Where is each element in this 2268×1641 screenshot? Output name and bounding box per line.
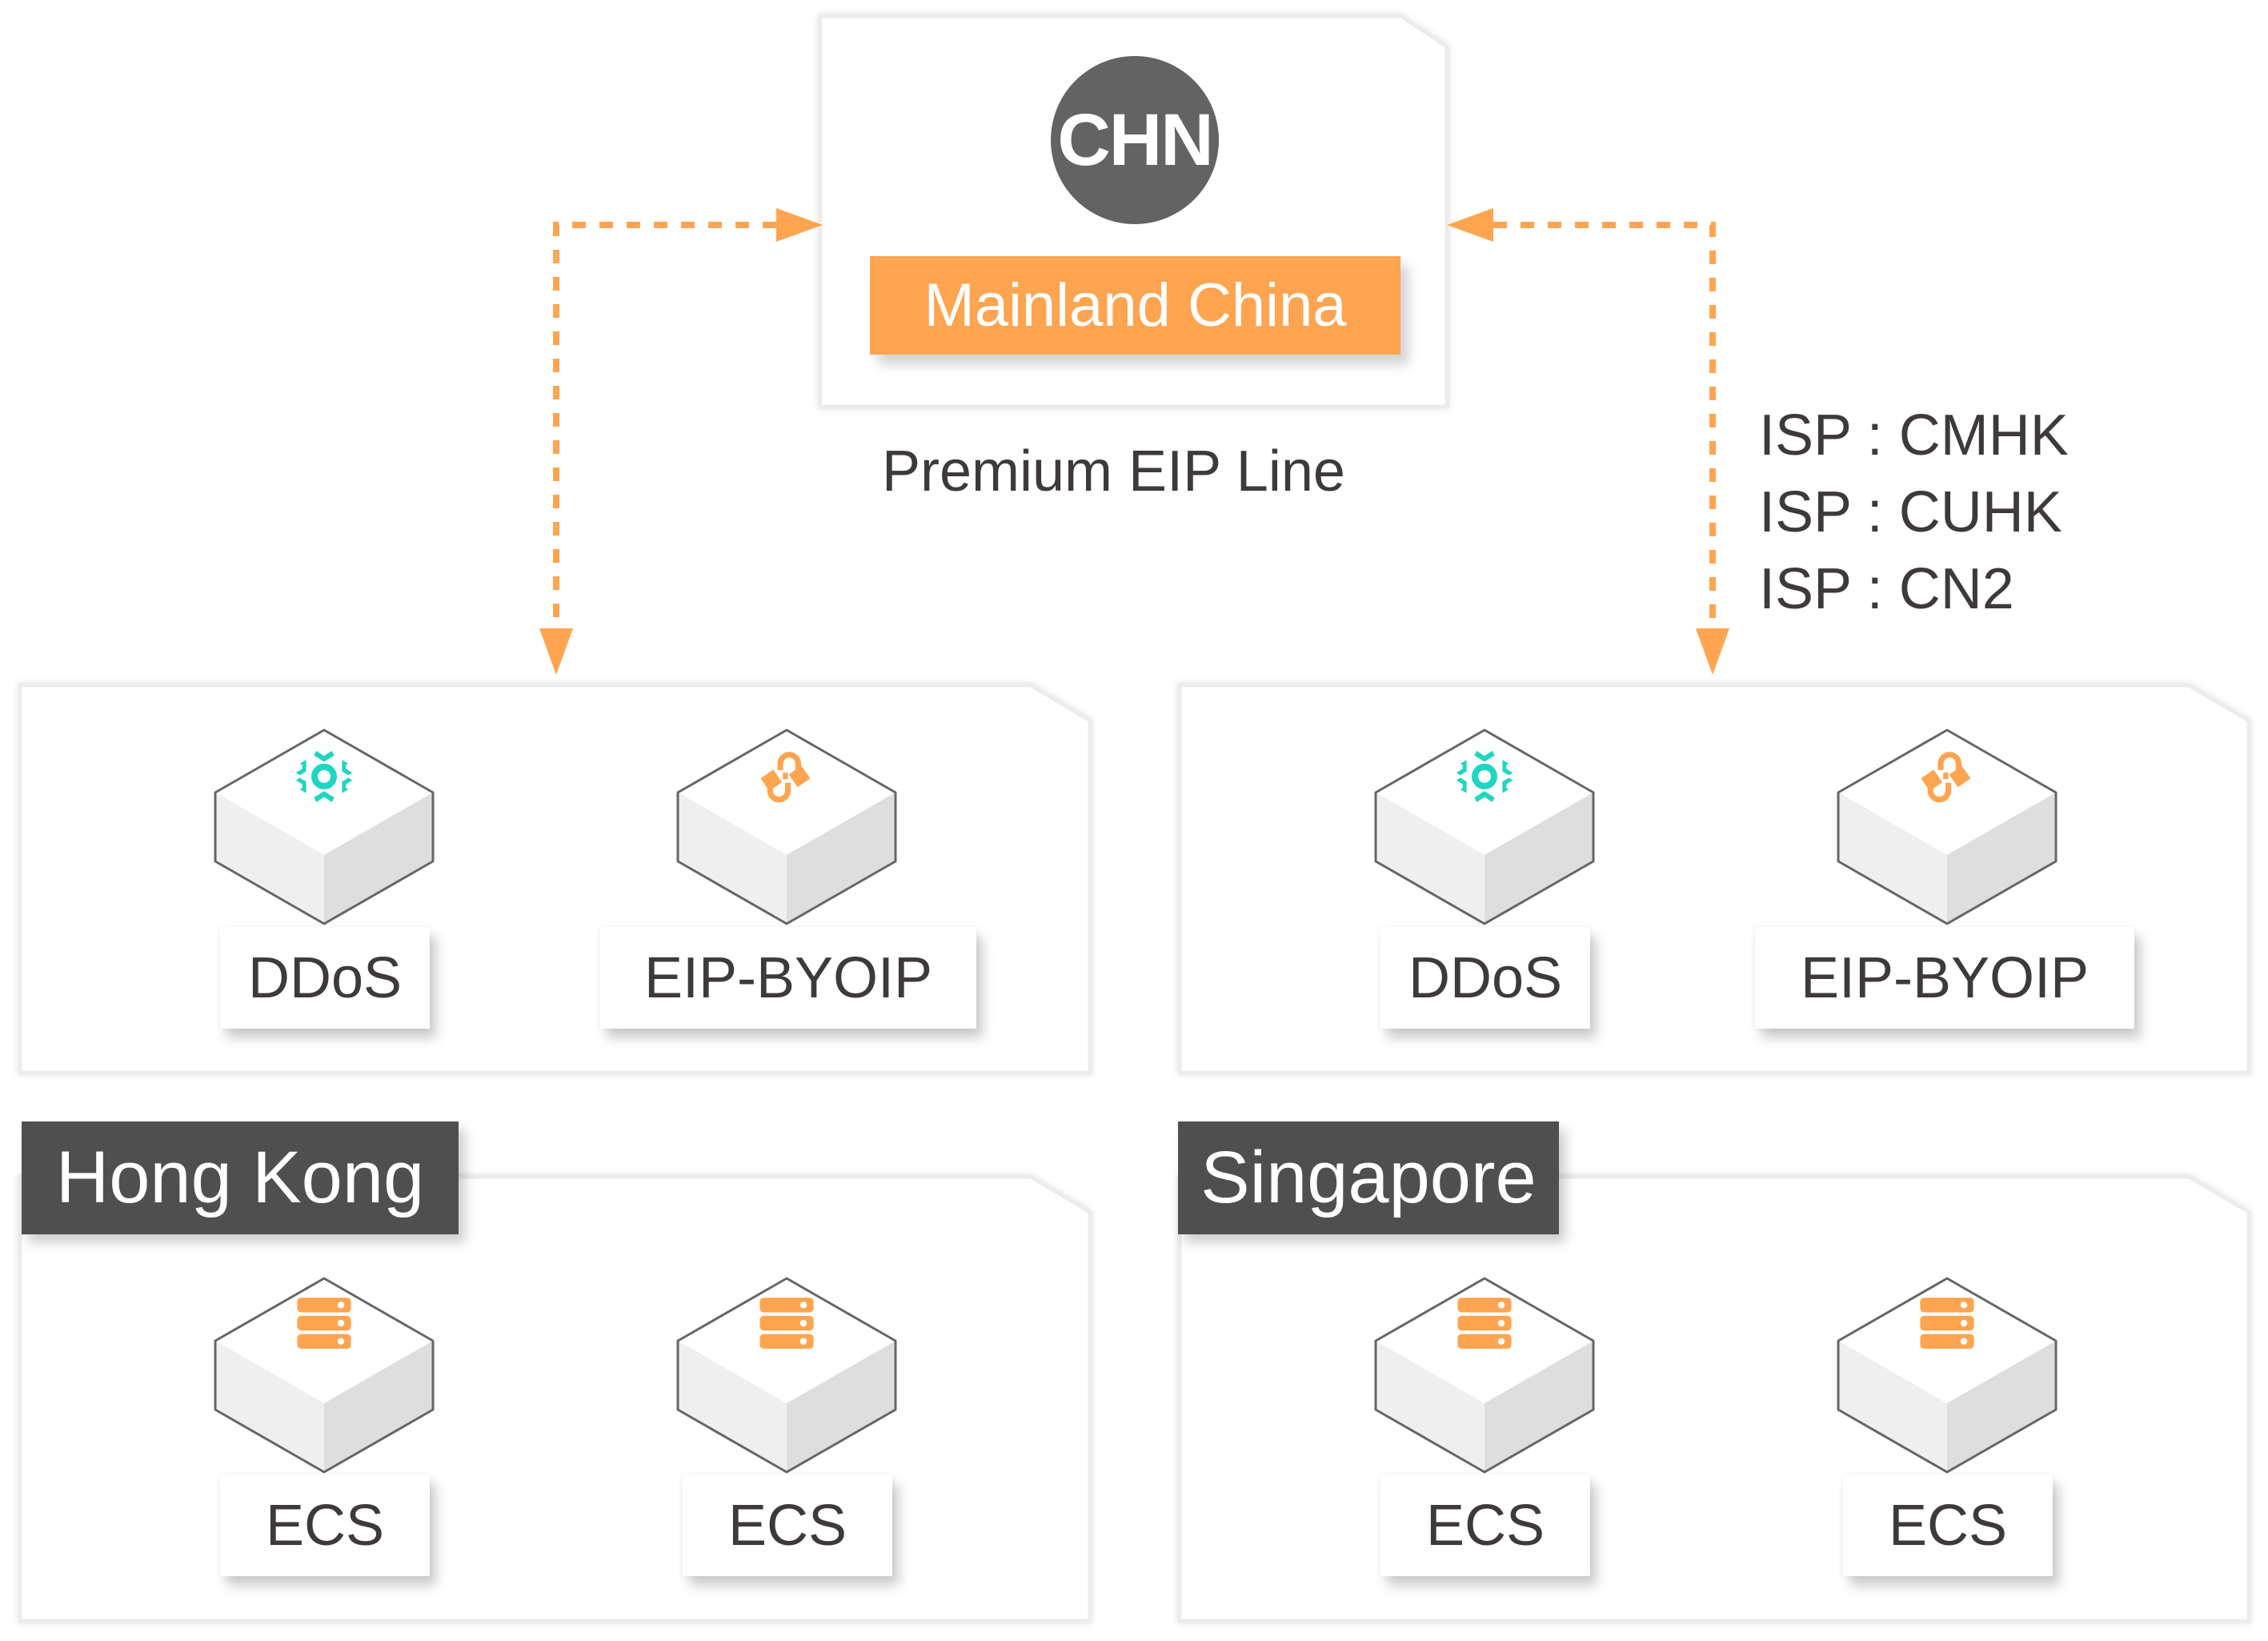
ecs-cube xyxy=(675,1275,899,1475)
arrowhead-right-icon xyxy=(776,208,823,242)
server-stack-icon xyxy=(297,1298,351,1349)
premium-eip-line-caption: Premium EIP Line xyxy=(882,439,1345,504)
eip-byoip-cube xyxy=(675,727,899,927)
arrowhead-down-icon xyxy=(1696,628,1729,675)
service-label-ecs: ECS xyxy=(1380,1474,1590,1576)
eip-byoip-cube xyxy=(1835,727,2059,927)
ddos-cube xyxy=(1372,727,1597,927)
connector-singapore xyxy=(1447,208,1729,675)
arrowhead-left-icon xyxy=(1447,208,1493,242)
service-label-eip-byoip: EIP-BYOIP xyxy=(600,927,976,1029)
isp-item: ISP : CN2 xyxy=(1759,557,2014,621)
singapore-compute-panel xyxy=(1177,1174,2252,1623)
ecs-cube xyxy=(212,1275,436,1475)
ddos-cube xyxy=(212,727,436,927)
chn-badge: CHN xyxy=(1051,56,1219,224)
service-label-ecs: ECS xyxy=(220,1474,430,1576)
server-stack-icon xyxy=(759,1298,814,1349)
dashed-line xyxy=(553,222,776,632)
server-stack-icon xyxy=(1457,1298,1512,1349)
service-label-ecs: ECS xyxy=(1843,1474,2053,1576)
region-label-hong-kong: Hong Kong xyxy=(22,1121,459,1234)
ecs-cube xyxy=(1372,1275,1597,1475)
hong-kong-compute-panel xyxy=(18,1174,1092,1623)
region-label-singapore: Singapore xyxy=(1178,1121,1559,1234)
panel-frame xyxy=(18,1174,1092,1623)
isp-item: ISP : CMHK xyxy=(1759,403,2069,467)
mainland-china-banner: Mainland China xyxy=(870,256,1400,355)
service-label-ecs: ECS xyxy=(683,1474,892,1576)
arrowhead-down-icon xyxy=(539,628,573,675)
service-label-eip-byoip: EIP-BYOIP xyxy=(1755,927,2134,1029)
panel-frame xyxy=(1177,1174,2251,1623)
connector-hong-kong xyxy=(539,208,823,675)
service-label-ddos: DDoS xyxy=(1380,927,1590,1029)
service-label-ddos: DDoS xyxy=(220,927,430,1029)
dashed-line xyxy=(1493,222,1716,632)
server-stack-icon xyxy=(1920,1298,1974,1349)
isp-item: ISP : CUHK xyxy=(1759,480,2062,544)
ecs-cube xyxy=(1835,1275,2059,1475)
